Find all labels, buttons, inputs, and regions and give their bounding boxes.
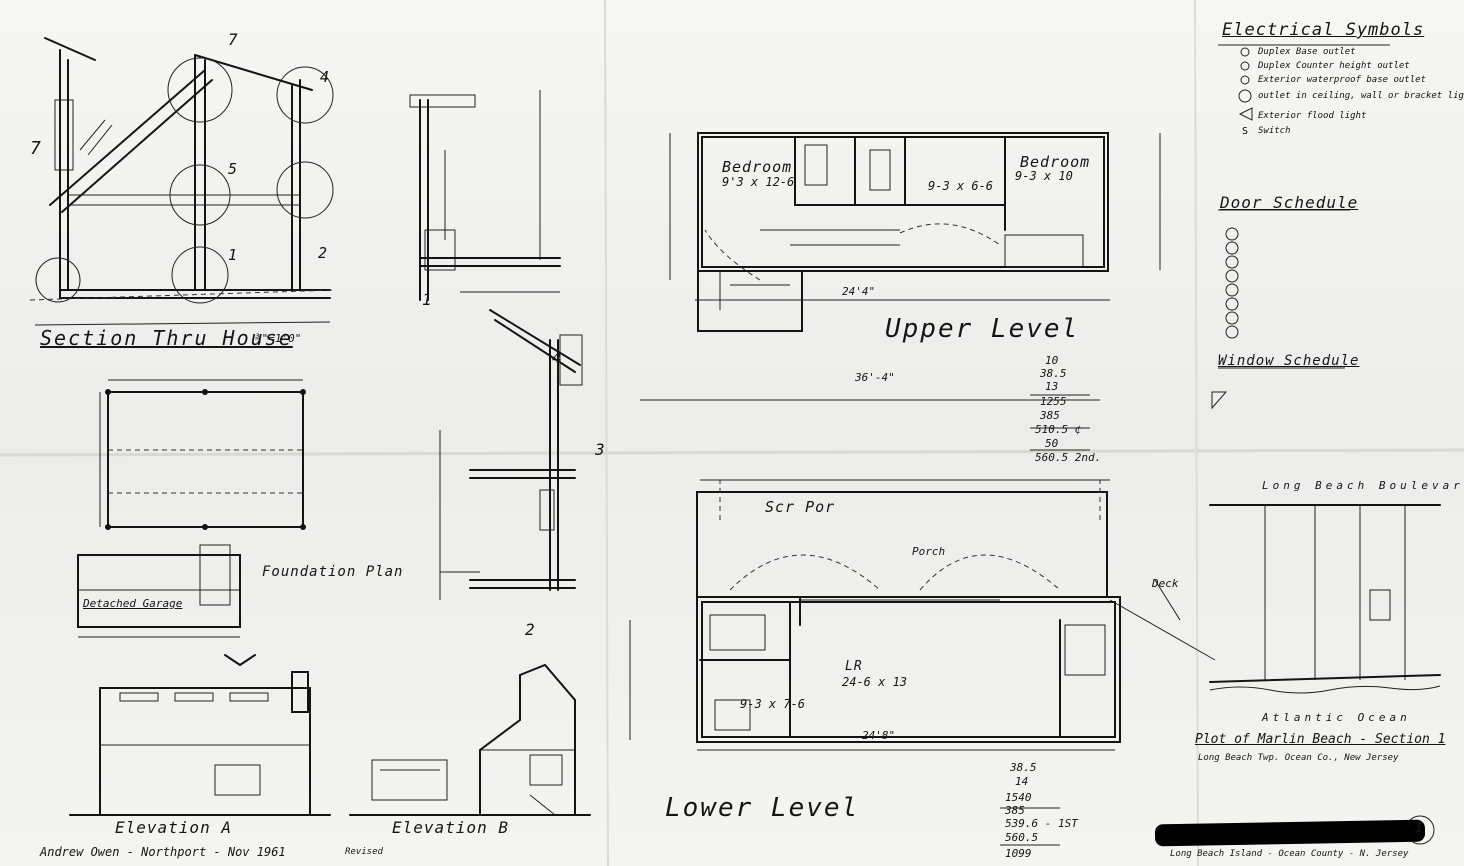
site-ocean: Atlantic Ocean: [1262, 711, 1411, 724]
revised-note: Revised: [345, 847, 383, 857]
electrical-legend-title: Electrical Symbols: [1222, 20, 1425, 40]
site-plot-title: Plot of Marlin Beach - Section 1: [1195, 732, 1446, 747]
section-mark: 5: [228, 160, 239, 178]
elevation-b-drawing: [349, 663, 591, 816]
section-title: Section Thru House: [40, 326, 293, 350]
lower-level-title: Lower Level: [665, 793, 860, 823]
electrical-item: outlet in ceiling, wall or bracket light…: [1258, 91, 1464, 101]
upper-width-dim: 24'4": [842, 285, 876, 298]
site-boulevard: Long Beach Boulevard: [1262, 479, 1464, 492]
section-mark: 7: [30, 138, 42, 159]
upper-level-plan: [640, 132, 1161, 401]
room-porch: Porch: [912, 545, 946, 558]
electrical-item: Duplex Base outlet: [1258, 47, 1356, 57]
calc-upper-line: 510.5 ¢: [1035, 423, 1082, 436]
site-plot-sub: Long Beach Twp. Ocean Co., New Jersey: [1198, 753, 1399, 763]
foundation-plan: [99, 379, 306, 530]
electrical-item: Exterior waterproof base outlet: [1258, 75, 1426, 85]
calc-upper-line: 385: [1040, 409, 1060, 422]
calc-upper-line: 13: [1045, 380, 1059, 393]
room-deck: Deck: [1152, 577, 1179, 590]
room-bedroom-2-dim: 9-3 x 10: [1015, 169, 1073, 183]
upper-level-title: Upper Level: [885, 314, 1080, 344]
bottom-right-note: Long Beach Island - Ocean County - N. Je…: [1170, 849, 1409, 859]
room-kitchen-dim: 9-3 x 7-6: [740, 697, 806, 711]
calc-lower-line: 539.6 - 1ST: [1005, 817, 1078, 830]
lower-level-plan: [629, 479, 1216, 751]
owner-line: Andrew Owen - Northport - Nov 1961: [40, 845, 286, 859]
sheet-number: 1: [1414, 818, 1425, 836]
electrical-item: Exterior flood light: [1258, 111, 1367, 121]
svg-text:S: S: [1242, 126, 1248, 137]
room-scr-por: Scr Por: [765, 498, 836, 516]
elevation-a-title: Elevation A: [115, 818, 232, 837]
calc-lower-line: 14: [1015, 775, 1029, 788]
calc-lower-line: 560.5: [1005, 831, 1039, 844]
calc-lower-line: 1540: [1005, 791, 1032, 804]
calc-upper-line: 560.5 2nd.: [1035, 451, 1102, 464]
wall-section-detail: [409, 90, 561, 301]
calc-lower-line: 1099: [1005, 847, 1032, 860]
section-mark: 1: [422, 290, 433, 309]
calc-upper-line: 50: [1045, 437, 1059, 450]
section-mark: 3: [595, 440, 606, 459]
foundation-title: Foundation Plan: [262, 564, 404, 580]
room-bedroom-1-dim: 9'3 x 12-6: [722, 175, 795, 189]
eave-section-detail: [439, 309, 583, 600]
section-mark: 2: [525, 620, 536, 639]
section-drawing: [29, 37, 336, 326]
section-mark: 4: [320, 68, 331, 86]
section-mark: 4: [552, 348, 563, 367]
section-mark: 2: [318, 244, 329, 262]
overall-dim: 36'-4": [855, 371, 895, 384]
calc-lower-line: 38.5: [1010, 761, 1037, 774]
calc-upper-line: 1255: [1040, 395, 1067, 408]
elevation-b-title: Elevation B: [392, 818, 509, 837]
door-schedule-marks: [1225, 227, 1239, 339]
garage-plan: [77, 544, 256, 666]
site-plot: [1209, 504, 1441, 694]
redaction-bar: [1154, 819, 1426, 847]
room-lr-dim: 24-6 x 13: [842, 675, 908, 689]
room-bedroom-1: Bedroom: [722, 158, 793, 176]
section-scale: ¾"=1'0": [255, 332, 302, 345]
section-mark: 1: [228, 246, 239, 264]
electrical-item: Switch: [1258, 126, 1291, 136]
section-mark: 7: [228, 30, 239, 49]
elevation-a-drawing: [69, 671, 331, 816]
calc-upper-line: 10: [1045, 354, 1059, 367]
lower-width-dim: 24'8": [862, 729, 896, 742]
room-bedroom-2: Bedroom: [1020, 153, 1091, 171]
garage-title: Detached Garage: [83, 597, 183, 610]
room-lr: LR: [845, 659, 863, 674]
electrical-legend: S: [1211, 44, 1435, 845]
room-bedroom-3-dim: 9-3 x 6-6: [928, 179, 994, 193]
electrical-item: Duplex Counter height outlet: [1258, 61, 1410, 71]
door-schedule-title: Door Schedule: [1220, 193, 1359, 212]
window-schedule-title: Window Schedule: [1218, 353, 1360, 369]
calc-upper-line: 38.5: [1040, 367, 1067, 380]
calc-lower-line: 385: [1005, 804, 1025, 817]
